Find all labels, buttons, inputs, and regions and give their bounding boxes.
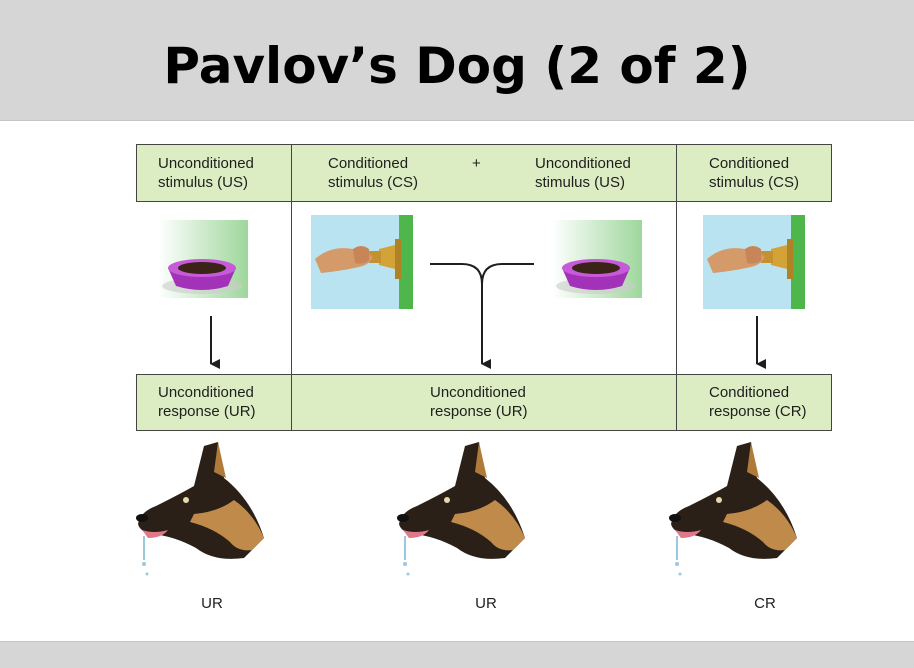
stimulus-box-cs: Conditioned stimulus (CS) bbox=[676, 144, 832, 202]
response-box-ur-center: Unconditioned response (UR) bbox=[291, 374, 677, 431]
bell-icon bbox=[311, 215, 413, 309]
column-divider bbox=[676, 201, 677, 375]
caption-ur: UR bbox=[475, 595, 497, 612]
bell-icon bbox=[703, 215, 805, 309]
stimulus-label-cs: Conditioned stimulus (CS) bbox=[328, 155, 419, 191]
caption-ur: UR bbox=[201, 595, 223, 612]
response-label: Unconditioned response (UR) bbox=[430, 384, 528, 420]
dog-head-icon bbox=[136, 442, 264, 576]
stimulus-label: Conditioned stimulus (CS) bbox=[709, 155, 800, 191]
food-bowl-icon bbox=[158, 220, 248, 298]
response-label: Conditioned response (CR) bbox=[709, 384, 807, 420]
dog-head-icon bbox=[397, 442, 525, 576]
stimulus-box-us: Unconditioned stimulus (US) bbox=[136, 144, 292, 202]
slide-footer bbox=[0, 641, 914, 668]
dog-head-icon bbox=[669, 442, 797, 576]
stimulus-box-cs-plus-us: Conditioned stimulus (CS) + Unconditione… bbox=[291, 144, 677, 202]
slide-title: Pavlov’s Dog (2 of 2) bbox=[163, 37, 751, 95]
response-box-ur: Unconditioned response (UR) bbox=[136, 374, 292, 431]
response-label: Unconditioned response (UR) bbox=[158, 384, 256, 420]
stimulus-label-us: Unconditioned stimulus (US) bbox=[535, 155, 631, 191]
caption-cr: CR bbox=[754, 595, 776, 612]
column-divider bbox=[291, 201, 292, 375]
response-box-cr: Conditioned response (CR) bbox=[676, 374, 832, 431]
food-bowl-icon bbox=[552, 220, 642, 298]
stimulus-label: Unconditioned stimulus (US) bbox=[158, 155, 254, 191]
slide-header: Pavlov’s Dog (2 of 2) bbox=[0, 0, 914, 121]
plus-sign: + bbox=[472, 155, 481, 172]
